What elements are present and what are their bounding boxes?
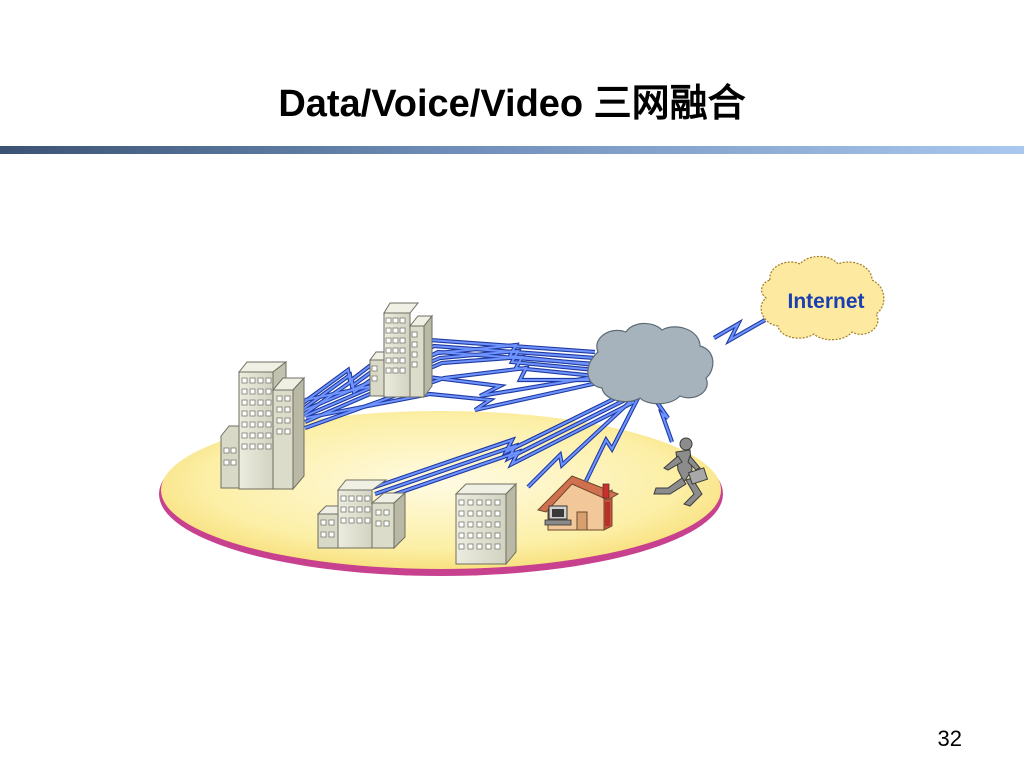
office-building-icon <box>316 479 407 550</box>
office-building-icon <box>454 482 518 566</box>
office-building-icon <box>369 302 434 399</box>
internet-cloud-icon: Internet <box>760 255 885 341</box>
office-building-icon <box>220 360 306 491</box>
title-divider <box>0 146 1024 154</box>
house-with-computer-icon <box>537 475 620 531</box>
network-cloud-icon <box>587 322 714 405</box>
mobile-worker-icon <box>653 437 709 507</box>
slide-title: Data/Voice/Video 三网融合 <box>278 83 746 125</box>
page-number: 32 <box>937 726 962 751</box>
internet-label: Internet <box>787 290 864 313</box>
